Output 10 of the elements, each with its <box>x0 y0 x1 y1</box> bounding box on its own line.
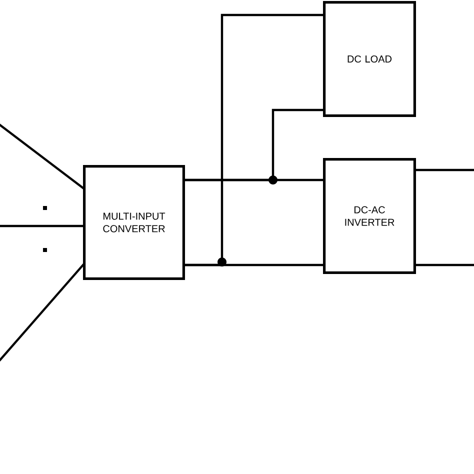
wire <box>0 124 84 190</box>
wire <box>414 264 474 266</box>
wire <box>0 224 84 228</box>
wire <box>414 168 474 172</box>
wire <box>184 108 324 182</box>
wire <box>184 14 324 266</box>
block-box: DC-AC INVERTER <box>323 158 416 274</box>
block-box: DC LOAD <box>323 1 416 117</box>
block-box: MULTI-INPUT CONVERTER <box>83 165 185 280</box>
wire <box>0 264 84 362</box>
